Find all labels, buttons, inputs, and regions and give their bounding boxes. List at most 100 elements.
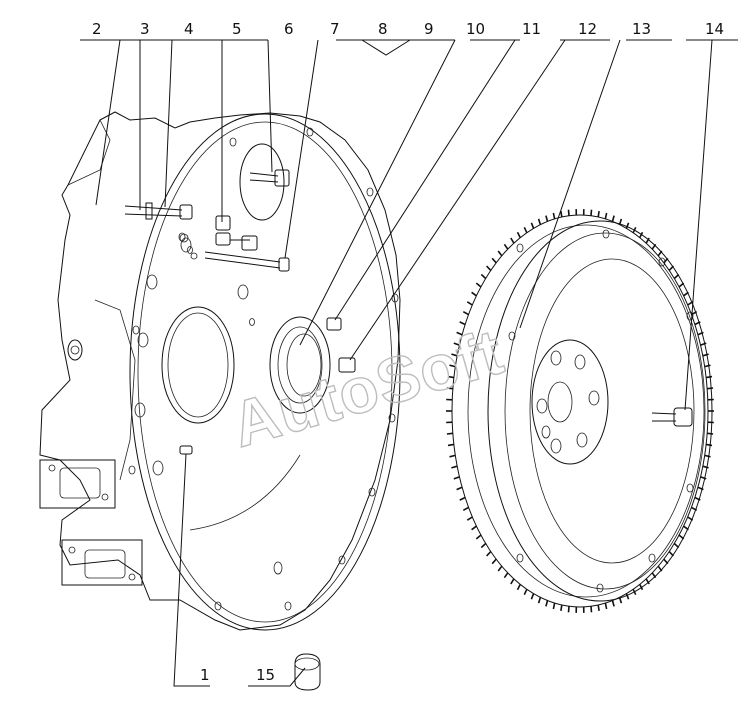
callout-1: 1 [200,666,210,684]
gear-tooth [707,387,714,390]
gear-tooth [516,583,522,591]
callout-11: 11 [522,20,541,38]
gear-tooth [503,572,509,579]
gear-tooth [707,432,714,435]
gear-tooth [567,209,570,216]
gear-tooth [530,593,535,600]
gear-tooth [491,257,497,264]
gear-tooth [466,301,473,306]
gear-tooth [704,454,711,458]
gear-tooth [456,331,463,336]
gear-tooth [645,237,650,244]
gear-tooth [704,364,711,368]
gear-tooth [480,273,487,280]
gear-tooth [552,602,556,610]
gear-tooth [466,516,473,521]
callout-4: 4 [184,20,194,38]
gear-tooth [700,476,707,480]
callout-3: 3 [140,20,150,38]
gear-tooth [497,565,503,572]
gear-tooth [530,222,535,229]
callout-15: 15 [256,666,275,684]
gear-tooth [590,209,593,216]
callout-2: 2 [92,20,102,38]
gear-tooth [497,250,503,257]
gear-tooth [451,465,458,469]
gear-tooth [545,600,549,607]
gear-tooth [611,600,615,607]
gear-tooth [475,282,482,288]
gear-tooth [456,486,463,491]
callout-13: 13 [632,20,651,38]
leader-lines [80,39,738,687]
gear-tooth [638,583,644,591]
gear-tooth [453,476,460,480]
gear-tooth [638,231,644,239]
callout-10: 10 [466,20,485,38]
gear-tooth [537,218,542,225]
gear-tooth [510,578,515,585]
callout-9: 9 [424,20,434,38]
bolts-group [124,169,356,373]
gear-tooth [702,353,709,357]
cap-part [294,653,321,691]
gear-tooth [459,321,466,326]
gear-tooth [604,602,608,610]
gear-tooth [702,465,709,469]
gear-tooth [645,578,650,585]
gear-tooth [486,551,492,557]
ring-gear-teeth [446,209,714,613]
gear-tooth [459,496,466,501]
gear-tooth [446,387,453,390]
callout-labels: 2 3 4 5 6 7 8 9 10 11 12 13 14 1 15 [92,20,724,684]
gear-tooth [604,212,608,220]
gear-tooth [451,353,458,357]
gear-tooth [705,375,713,379]
rim-holes [508,229,694,593]
gear-tooth [537,597,542,604]
hub-holes [536,350,600,454]
gear-tooth [567,606,570,613]
gear-tooth [462,311,469,316]
gear-tooth [523,588,528,596]
gear-tooth [590,606,593,613]
gear-tooth [462,506,469,511]
callout-8: 8 [378,20,388,38]
gear-tooth [705,443,713,447]
callout-6: 6 [284,20,294,38]
gear-tooth [597,210,600,218]
flywheel-housing [39,111,401,631]
housing-bolt-holes [128,127,399,611]
callout-5: 5 [232,20,242,38]
gear-tooth [449,364,456,368]
gear-tooth [447,443,455,447]
gear-tooth [560,604,563,612]
gear-tooth [625,593,630,600]
gear-tooth [516,231,522,239]
gear-tooth [510,237,515,244]
gear-tooth [480,542,487,549]
gear-tooth [449,454,456,458]
gear-tooth [491,558,497,565]
gear-tooth [471,291,477,297]
gear-tooth [475,534,482,540]
callout-14: 14 [705,20,724,38]
gear-tooth [545,215,549,222]
gear-tooth [486,265,492,271]
gear-tooth [560,210,563,218]
gear-tooth [471,525,477,531]
gear-tooth [503,243,509,250]
gear-tooth [446,432,453,435]
flywheel [446,209,714,613]
gear-tooth [552,212,556,220]
callout-12: 12 [578,20,597,38]
gear-tooth [611,215,615,222]
gear-tooth [597,604,600,612]
gear-tooth [700,342,707,346]
gear-tooth [625,222,630,229]
callout-7: 7 [330,20,340,38]
gear-tooth [523,226,528,234]
gear-tooth [453,342,460,346]
gear-tooth [447,375,455,379]
